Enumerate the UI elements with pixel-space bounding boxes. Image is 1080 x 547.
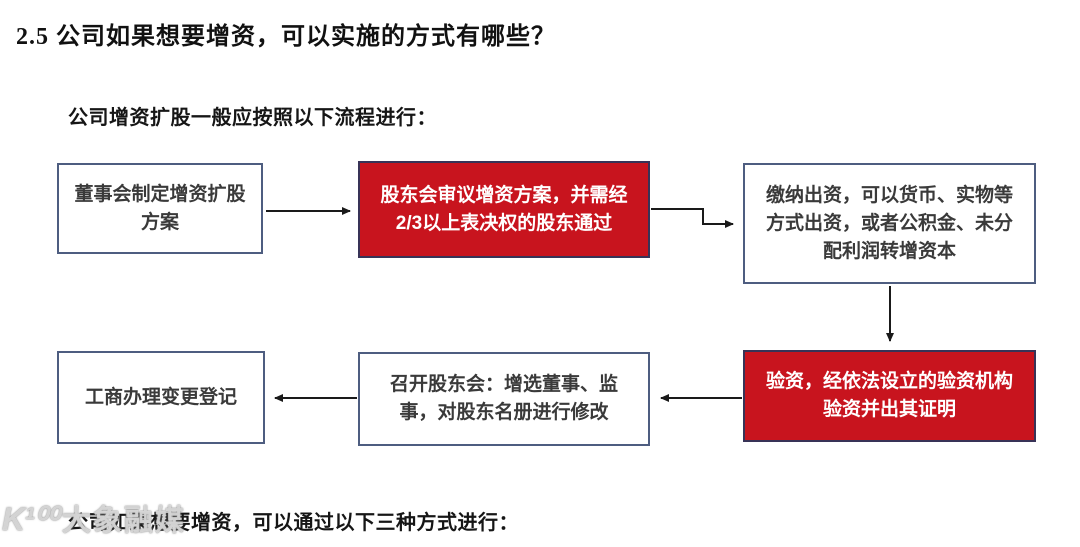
- flow-step-label: 验资，经依法设立的验资机构 验资并出其证明: [765, 371, 1013, 420]
- flow-step-board-plan: 董事会制定增资扩股 方案: [57, 163, 263, 254]
- flow-step-label: 董事会制定增资扩股 方案: [74, 183, 246, 233]
- intro-text: 公司增资扩股一般应按照以下流程进行：: [68, 107, 437, 129]
- flow-step-pay-contribution: 缴纳出资，可以货币、实物等 方式出资，或者公积金、未分 配利润转增资本: [743, 163, 1036, 284]
- flow-step-shareholder-meeting: 召开股东会：增选董事、监 事，对股东名册进行修改: [358, 352, 650, 446]
- flow-step-label: 缴纳出资，可以货币、实物等 方式出资，或者公积金、未分 配利润转增资本: [765, 184, 1013, 262]
- section-title: 2.5 公司如果想要增资，可以实施的方式有哪些？: [16, 24, 556, 50]
- flow-step-label: 股东会审议增资方案，并需经 2/3以上表决权的股东通过: [380, 184, 628, 234]
- flow-step-shareholder-review: 股东会审议增资方案，并需经 2/3以上表决权的股东通过: [358, 161, 650, 258]
- flow-step-capital-verification: 验资，经依法设立的验资机构 验资并出其证明: [743, 350, 1036, 442]
- flow-step-label: 工商办理变更登记: [84, 386, 237, 408]
- flow-step-registration-change: 工商办理变更登记: [57, 351, 265, 444]
- watermark-brand-icon: K¹⁰⁰: [2, 501, 58, 537]
- arrow-step2-to-step3: [651, 208, 734, 228]
- closing-text: 公司如果想要增资，可以通过以下三种方式进行：: [68, 512, 519, 534]
- flow-step-label: 召开股东会：增选董事、监 事，对股东名册进行修改: [389, 374, 618, 423]
